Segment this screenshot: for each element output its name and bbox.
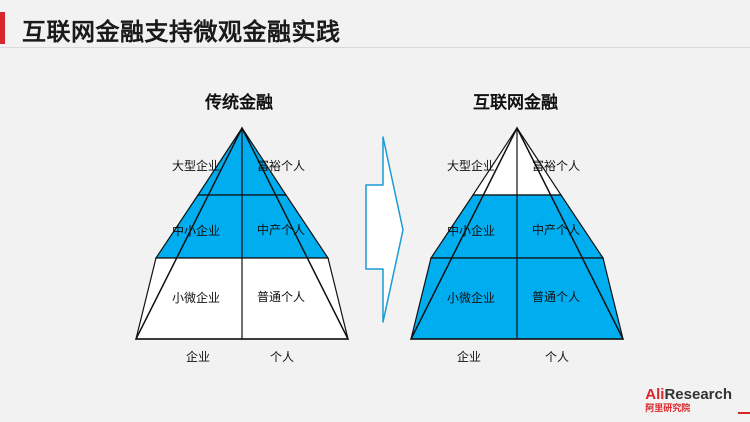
left-label-large-enterprise: 大型企业 xyxy=(172,159,221,173)
right-pyramid-heading: 互联网金融 xyxy=(473,93,558,113)
left-pyramid-heading: 传统金融 xyxy=(205,93,273,113)
right-axis-individual: 个人 xyxy=(545,350,570,364)
left-label-ordinary-individual: 普通个人 xyxy=(257,290,306,304)
logo-brand-rest: Research xyxy=(664,386,732,403)
right-arrow-icon xyxy=(365,136,404,323)
right-label-middle-class: 中产个人 xyxy=(532,223,581,237)
page-title: 互联网金融支持微观金融实践 xyxy=(22,18,341,46)
aliresearch-logo: AliResearch 阿里研究院 xyxy=(645,386,732,414)
left-axis-enterprise: 企业 xyxy=(186,350,211,364)
right-label-micro-enterprise: 小微企业 xyxy=(447,291,496,305)
title-divider xyxy=(0,47,750,48)
right-label-sme: 中小企业 xyxy=(447,224,496,238)
logo-wordmark: AliResearch xyxy=(645,386,732,403)
left-label-sme: 中小企业 xyxy=(172,224,221,238)
right-outline xyxy=(409,126,625,340)
logo-brand-red: Ali xyxy=(645,386,665,403)
left-axis-individual: 个人 xyxy=(270,350,295,364)
left-label-wealthy-individual: 富裕个人 xyxy=(257,159,306,173)
right-label-large-enterprise: 大型企业 xyxy=(447,159,496,173)
logo-accent-rule xyxy=(738,412,750,414)
left-label-micro-enterprise: 小微企业 xyxy=(172,291,221,305)
left-outline xyxy=(134,126,350,340)
right-axis-enterprise: 企业 xyxy=(457,350,482,364)
logo-subtitle: 阿里研究院 xyxy=(645,404,691,414)
right-label-ordinary-individual: 普通个人 xyxy=(532,290,581,304)
title-accent-bar xyxy=(0,12,5,44)
right-label-wealthy-individual: 富裕个人 xyxy=(532,159,581,173)
left-label-middle-class: 中产个人 xyxy=(257,223,306,237)
